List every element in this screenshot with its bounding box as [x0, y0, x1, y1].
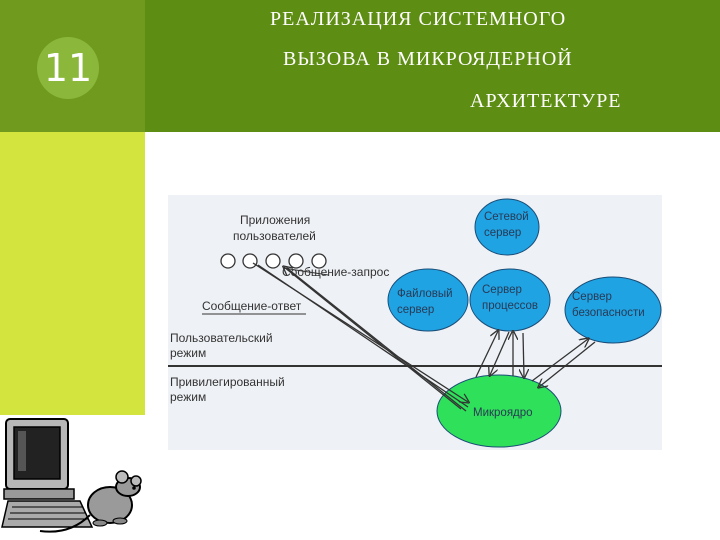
security-to-kernel-arrow	[539, 341, 596, 387]
file-server-node	[387, 268, 469, 332]
privileged-mode-label-line-1: Привилегированный	[170, 375, 285, 389]
microkernel-node	[436, 374, 562, 448]
network-server-label-1: Сетевой	[484, 211, 529, 223]
privileged-mode-label-line-2: режим	[170, 390, 207, 404]
computer-mouse-illustration	[0, 415, 145, 540]
title-line-2: ВЫЗОВА В МИКРОЯДЕРНОЙ	[283, 48, 573, 70]
slide-number: 11	[37, 37, 99, 99]
title-bar	[145, 0, 720, 132]
microkernel-diagram: Приложения пользователей Сообщение-запро…	[168, 195, 662, 450]
security-server-label-1: Сервер	[572, 291, 612, 303]
microkernel-label: Микроядро	[473, 407, 533, 419]
process-to-kernel-arrow	[490, 331, 510, 375]
apps-label-line-1: Приложения	[240, 213, 311, 227]
request-arrow-2	[257, 264, 469, 408]
user-mode-label-line-1: Пользовательский	[170, 331, 273, 345]
network-server-label-2: сервер	[484, 227, 522, 239]
security-server-node	[564, 276, 662, 344]
user-application-circles	[220, 253, 327, 269]
process-server-label-2: процессов	[482, 300, 539, 312]
response-arrow	[284, 267, 462, 410]
kernel-to-process-arrow	[475, 331, 498, 378]
process-to-kernel-down	[523, 332, 524, 377]
request-leader	[282, 267, 329, 276]
file-server-label-1: Файловый	[397, 288, 453, 300]
file-server-label-2: сервер	[397, 304, 435, 316]
security-server-label-2: безопасности	[572, 307, 645, 319]
slide-number-panel: 11	[0, 0, 145, 132]
user-mode-label-line-2: режим	[170, 346, 207, 360]
response-arrow-2	[287, 268, 467, 412]
title-line-3: АРХИТЕКТУРЕ	[470, 90, 622, 112]
response-label: Сообщение-ответ	[202, 299, 302, 313]
kernel-to-security-arrow	[531, 339, 588, 382]
title-line-1: РЕАЛИЗАЦИЯ СИСТЕМНОГО	[270, 8, 567, 30]
network-server-node	[474, 198, 540, 256]
request-label: Сообщение-запрос	[282, 265, 390, 279]
apps-label-line-2: пользователей	[233, 229, 316, 243]
process-server-label-1: Сервер	[482, 284, 522, 296]
